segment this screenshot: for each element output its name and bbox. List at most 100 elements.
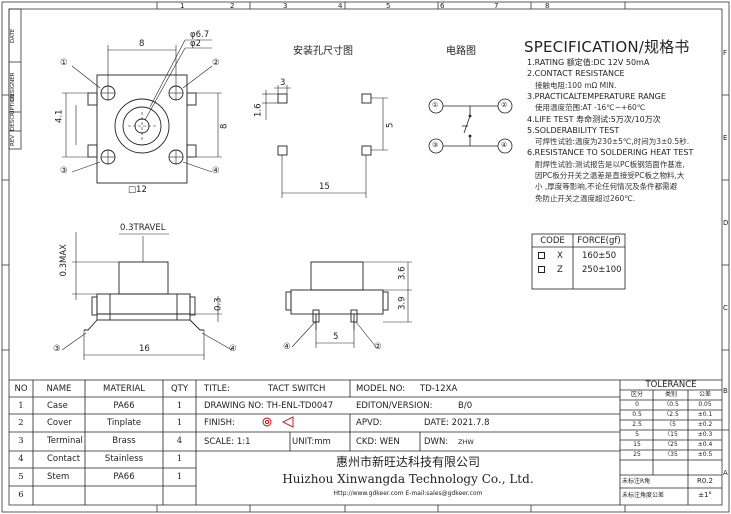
side-view-pin-4: ④ <box>283 342 291 352</box>
spec-line: 使用温度范围:AT -16℃~+60℃ <box>535 103 646 113</box>
footprint-dim-5: 5 <box>385 122 396 128</box>
spec-line: 1.RATING 额定值:DC 12V 50mA <box>527 58 650 67</box>
bom-cell-name: Contact <box>47 454 81 464</box>
tolerance-r-value: R0.2 <box>697 477 713 485</box>
top-view-phi-67: φ6.7 <box>190 30 210 40</box>
border-top-8: 8 <box>545 2 550 10</box>
title-label: TITLE: <box>204 384 230 394</box>
top-view-dim-8-right: 8 <box>219 123 230 129</box>
bom-cell-name: Cover <box>47 418 72 428</box>
footprint-dim-16: 1.6 <box>253 103 264 118</box>
circuit-pin-4: ④ <box>501 141 508 149</box>
spec-line: 耐焊性试验:测试报告是以PC板钢箔面作基准, <box>535 159 685 169</box>
border-right-E: E <box>723 134 728 142</box>
spec-line: 6.RESISTANCE TO SOLDERING HEAT TEST <box>527 148 694 158</box>
border-top-4: 4 <box>338 2 343 10</box>
tolerance-cell: ±0.5 <box>697 451 713 458</box>
tolerance-angle-label: 未标注角度公差 <box>622 492 665 499</box>
top-view-base-12: □12 <box>128 185 147 195</box>
model-value: TD-12XA <box>420 384 458 394</box>
bom-cell-no: 6 <box>18 490 24 500</box>
spec-line: 小 ,厚度等影响,不论任何情况及条件都需避 <box>535 182 678 192</box>
force-value-x: 160±50 <box>582 251 617 261</box>
tolerance-header-zone: 区分 <box>630 391 643 398</box>
tolerance-cell: 25 <box>633 451 641 458</box>
front-view-pin-3: ③ <box>53 344 61 354</box>
tolerance-cell: 〈35 <box>664 451 678 458</box>
side-view-dim-5: 5 <box>333 332 339 342</box>
edition-label: EDITON/VERSION: <box>356 401 433 411</box>
tolerance-cell: 〈5 <box>666 421 676 428</box>
spec-line: 接触电阻:100 mΩ MIN. <box>535 80 617 90</box>
bom-cell-qty: 1 <box>176 401 183 411</box>
bom-cell-material: Stainless <box>104 454 144 464</box>
force-code-z: Z <box>557 265 563 275</box>
force-value-z: 250±100 <box>582 265 622 275</box>
dwn-label: DWN: <box>424 437 449 447</box>
apvd-label: APVD: <box>356 418 383 428</box>
circuit-pin-3: ③ <box>432 141 439 149</box>
bom-cell-qty: 1 <box>176 454 183 464</box>
front-view-max: 0.3MAX <box>59 244 69 277</box>
tolerance-cell: 〈2.5 <box>663 411 679 418</box>
company-name-en: Huizhou Xinwangda Technology Co., Ltd. <box>282 472 534 486</box>
tolerance-title: TOLERANCE <box>645 380 697 390</box>
bom-cell-name: Terminal <box>47 436 83 446</box>
top-view-dim-41: 4.1 <box>54 109 65 124</box>
finish-label: FINISH: <box>204 418 235 428</box>
top-view-pin-2: ② <box>212 58 220 68</box>
bom-cell-no: 5 <box>18 472 24 482</box>
tolerance-cell: ±0.4 <box>697 441 713 448</box>
tolerance-cell: 5 <box>635 431 639 438</box>
unit-field: UNIT:mm <box>292 437 331 447</box>
tolerance-cell: 〈0.5 <box>663 401 679 408</box>
border-top-6: 6 <box>440 2 445 10</box>
border-top-7: 7 <box>494 2 499 10</box>
bom-header-material: MATERIAL <box>102 384 145 394</box>
tolerance-cell: ±0.1 <box>697 411 713 418</box>
force-code-x: X <box>557 251 563 261</box>
tolerance-r-label: 未标注R角 <box>622 478 651 485</box>
tolerance-cell: 〈15 <box>664 431 678 438</box>
ckd-field: CKD: WEN <box>356 437 400 447</box>
rev-strip-description: DESCRIPTION <box>10 93 16 131</box>
bom-cell-qty: 4 <box>176 436 183 446</box>
model-label: MODEL NO: <box>356 384 406 394</box>
bom-cell-material: PA66 <box>113 401 135 411</box>
bom-cell-material: PA66 <box>113 472 135 482</box>
rev-strip-rev: REV <box>10 134 16 146</box>
tolerance-header-class: 类别 <box>664 391 677 398</box>
dwn-value: ZHW <box>458 438 474 446</box>
circuit-pin-1: ① <box>432 101 439 109</box>
rev-strip-date: DATE <box>10 28 16 44</box>
bom-header-no: NO <box>14 384 28 394</box>
scale-field: SCALE: 1:1 <box>204 437 251 447</box>
spec-line: 4.LIFE TEST 寿命测试:5万次/10万次 <box>527 114 661 124</box>
top-view-pin-3: ③ <box>60 166 68 176</box>
tolerance-cell: ±0.3 <box>697 431 713 438</box>
footprint-dim-3: 3 <box>280 78 286 88</box>
company-name-cn: 惠州市新旺达科技有限公司 <box>335 455 480 469</box>
force-checkbox-z <box>538 266 545 273</box>
border-right-F: F <box>723 49 728 57</box>
side-view-dim-36: 3.6 <box>397 266 408 281</box>
company-contact: Http://www.gdkeer.com E-mail:sales@gdkee… <box>333 490 483 497</box>
spec-title: SPECIFICATION/规格书 <box>524 38 690 56</box>
tolerance-angle-value: ±1° <box>698 491 712 499</box>
border-top-1: 1 <box>180 2 185 10</box>
tolerance-cell: 0.05 <box>698 401 712 408</box>
drawing-no: DRAWING NO: TH-ENL-TD0047 <box>204 401 334 411</box>
bom-cell-name: Stem <box>47 472 70 482</box>
tolerance-cell: 〈25 <box>664 441 678 448</box>
bom-cell-material: Brass <box>112 436 136 446</box>
border-right-D: D <box>723 219 729 227</box>
footprint-dim-15: 15 <box>319 182 330 192</box>
circuit-title: 电路图 <box>446 46 476 57</box>
bom-cell-no: 1 <box>18 401 24 411</box>
top-view-pin-1: ① <box>60 58 68 68</box>
front-view-dim-03: 0.3 <box>213 297 224 312</box>
spec-line: 3.PRACTICALTEMPERATURE RANGE <box>527 91 666 101</box>
spec-line: 5.SOLDERABILITY TEST <box>527 125 620 135</box>
force-checkbox-x <box>538 252 545 259</box>
